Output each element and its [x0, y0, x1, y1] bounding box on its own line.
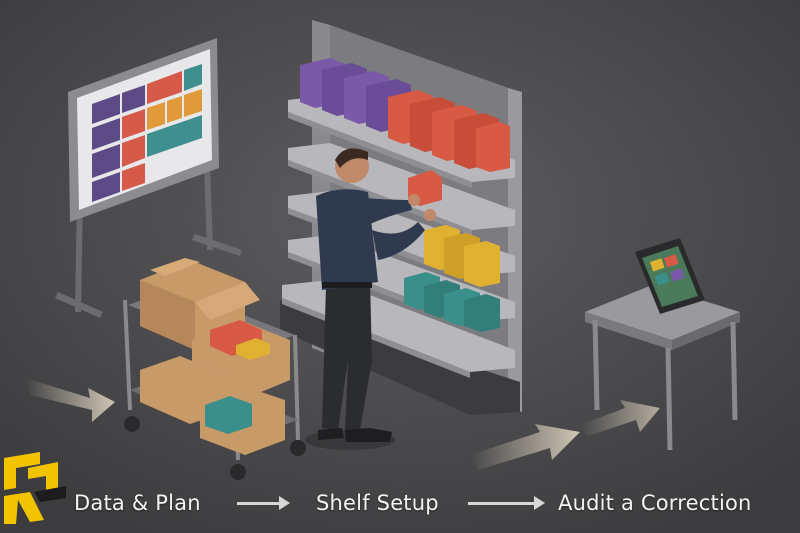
step-arrow-2: [468, 502, 534, 505]
step-label-data-plan: Data & Plan: [74, 491, 201, 515]
step-label-audit: Audit a Correction: [558, 491, 752, 515]
planogram-board-icon: [55, 38, 242, 318]
tablet-icon: [585, 238, 740, 451]
step-arrow-1: [237, 502, 279, 505]
floor-arrow-right-1: [470, 424, 580, 470]
step-arrow-head-1: [279, 496, 290, 510]
floor-arrow-right-2: [580, 400, 660, 436]
step-label-shelf-setup: Shelf Setup: [316, 491, 439, 515]
floor-arrow-left: [25, 378, 115, 422]
products-yellow: [424, 225, 500, 287]
products-purple: [300, 58, 411, 132]
products-teal: [404, 272, 500, 332]
cart-icon: [123, 258, 306, 480]
products-red: [388, 90, 510, 172]
step-arrow-head-2: [534, 496, 545, 510]
logo-mark-icon: [4, 452, 66, 524]
worker-figure-icon: [305, 148, 442, 450]
